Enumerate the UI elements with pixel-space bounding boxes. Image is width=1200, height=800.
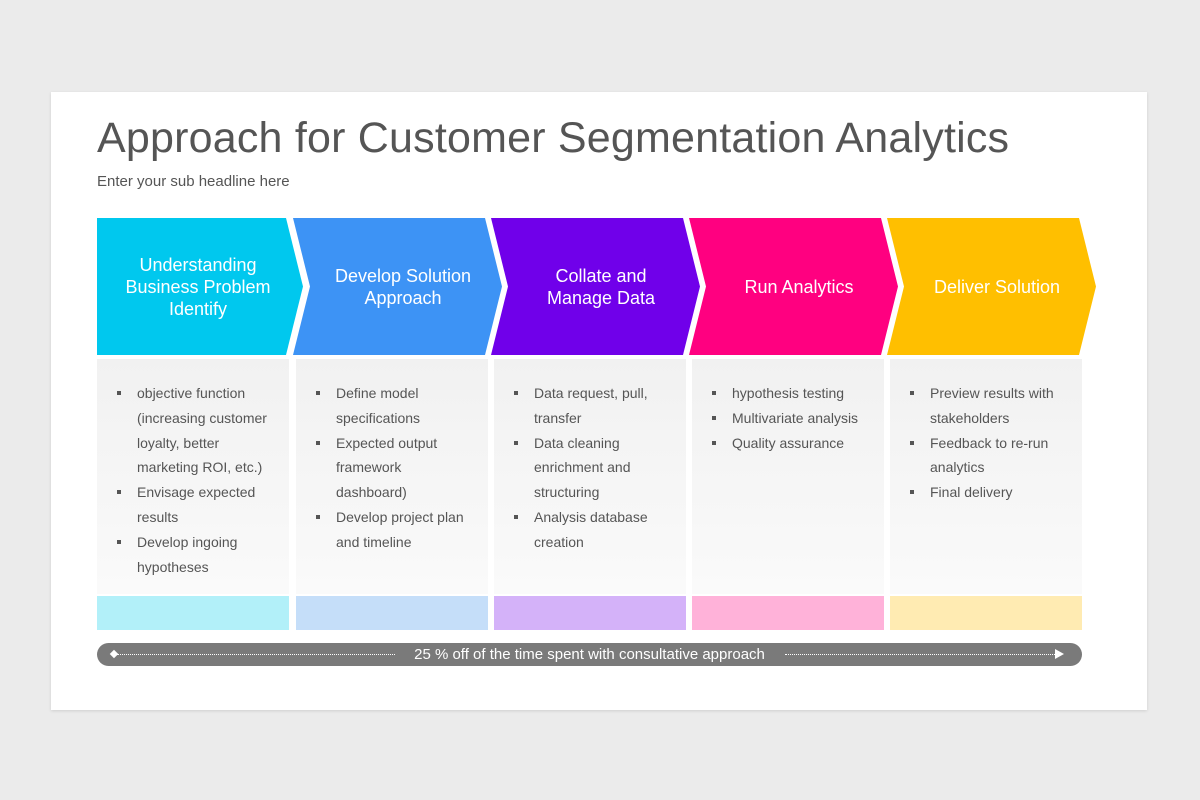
stage-bullet-list: objective function (increasing customer …: [97, 359, 289, 579]
stage-title: Deliver Solution: [933, 276, 1061, 297]
bullet-text: Envisage expected results: [137, 484, 256, 525]
bullet-text: Analysis database creation: [534, 508, 648, 550]
stage-title: Run Analytics: [744, 276, 854, 297]
square-bullet-icon: [712, 391, 716, 395]
stage-color-footer: [97, 596, 289, 630]
stage-color-footer: [296, 596, 488, 630]
square-bullet-icon: [316, 391, 320, 395]
chevron-stage-5: [887, 218, 1096, 355]
square-bullet-icon: [514, 440, 518, 445]
stage-bullet-item: Envisage expected results: [117, 480, 277, 530]
stage-title: Understanding Business Problem Identify: [125, 254, 271, 319]
bullet-text: Multivariate analysis: [732, 409, 859, 426]
chevron-stage-3: [491, 218, 700, 355]
square-bullet-icon: [910, 440, 914, 445]
bullet-text: Develop ingoing hypotheses: [137, 533, 238, 575]
bullet-text: Quality assurance: [732, 434, 845, 451]
stage-bullet-item: hypothesis testing: [712, 381, 872, 406]
stage-color-footer: [494, 596, 686, 630]
square-bullet-icon: [712, 440, 716, 445]
stage-bullet-item: objective function (increasing customer …: [117, 381, 277, 480]
bullet-text: Define model specifications: [336, 385, 421, 426]
square-bullet-icon: [117, 539, 121, 544]
chevron-stage-4: [689, 218, 898, 355]
stage-details-panel: objective function (increasing customer …: [97, 359, 289, 594]
timeline-bar: 25 % off of the time spent with consulta…: [97, 643, 1082, 666]
bullet-text: Develop project plan and timeline: [336, 508, 464, 550]
timeline-arrow-icon: [1055, 649, 1064, 659]
square-bullet-icon: [117, 490, 121, 495]
timeline-label: 25 % off of the time spent with consulta…: [414, 646, 765, 663]
stage-color-footer: [890, 596, 1082, 630]
square-bullet-icon: [316, 514, 320, 519]
bullet-text: Expected output framework dashboard): [336, 434, 438, 501]
square-bullet-icon: [712, 415, 716, 420]
stage-bullet-item: Analysis database creation: [514, 505, 674, 555]
stage-bullet-item: Multivariate analysis: [712, 406, 872, 431]
stage-bullet-item: Data cleaning enrichment and structuring: [514, 431, 674, 505]
stage-bullet-item: Define model specifications: [316, 381, 476, 431]
timeline-dotted-line-right: [785, 654, 1055, 655]
square-bullet-icon: [514, 514, 518, 519]
bullet-text: objective function (increasing customer …: [137, 385, 267, 476]
square-bullet-icon: [316, 440, 320, 445]
square-bullet-icon: [910, 490, 914, 495]
square-bullet-icon: [910, 391, 914, 395]
bullet-text: Final delivery: [930, 484, 1013, 501]
timeline-dotted-line-left: [117, 654, 395, 655]
stage-bullet-item: Data request, pull, transfer: [514, 381, 674, 431]
bullet-text: hypothesis testing: [732, 385, 845, 401]
page-subtitle: Enter your sub headline here: [97, 173, 290, 190]
bullet-text: Preview results with stakeholders: [930, 385, 1054, 426]
stage-bullet-item: Feedback to re-run analytics: [910, 431, 1070, 481]
stage-bullet-item: Develop project plan and timeline: [316, 505, 476, 555]
stage-bullet-item: Develop ingoing hypotheses: [117, 530, 277, 580]
stage-title: Collate and Manage Data: [546, 265, 656, 308]
chevron-stage-2: [293, 218, 502, 355]
stage-bullet-item: Preview results with stakeholders: [910, 381, 1070, 431]
stage-color-footer: [692, 596, 884, 630]
stage-title: Develop Solution Approach: [334, 265, 472, 308]
stage-bullet-item: Expected output framework dashboard): [316, 431, 476, 505]
stage-bullet-item: Final delivery: [910, 480, 1070, 505]
page-title: Approach for Customer Segmentation Analy…: [97, 114, 1010, 162]
bullet-text: Data request, pull, transfer: [534, 385, 648, 426]
stage-bullet-item: Quality assurance: [712, 431, 872, 456]
bullet-text: Feedback to re-run analytics: [930, 434, 1049, 476]
square-bullet-icon: [514, 391, 518, 395]
square-bullet-icon: [117, 391, 121, 395]
chevron-stage-1: [97, 218, 303, 355]
bullet-text: Data cleaning enrichment and structuring: [534, 434, 631, 501]
